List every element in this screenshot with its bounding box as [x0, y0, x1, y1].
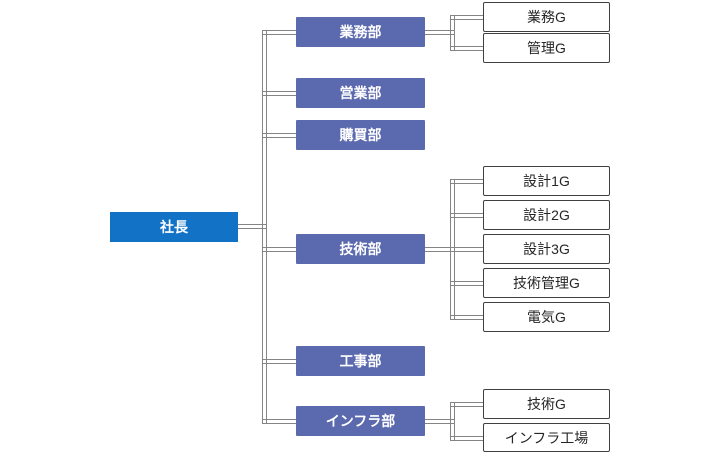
connector-trunk-line	[262, 30, 267, 424]
connector-gijutsu-bus-vline	[450, 179, 455, 320]
connector-president-line	[238, 224, 266, 229]
node-dept-eigyobu: 営業部	[296, 78, 425, 108]
connector-infra-bus-line	[424, 419, 454, 424]
node-group-gijutsu-g: 技術G	[483, 389, 610, 419]
connector-sekkei3-g-line	[450, 247, 484, 252]
connector-dept-kobai-line	[262, 133, 296, 138]
connector-gyomu-bus-vline	[450, 15, 455, 51]
node-dept-kobaibu: 購買部	[296, 120, 425, 150]
connector-dept-infra-line	[262, 419, 296, 424]
connector-kanri-g-line	[450, 46, 484, 51]
node-dept-infrabu: インフラ部	[296, 406, 425, 436]
connector-dept-gijutsu-line	[262, 247, 296, 252]
connector-dept-gyomu-line	[262, 30, 296, 35]
connector-denki-g-line	[450, 315, 484, 320]
connector-gyomu-g-line	[450, 15, 484, 20]
connector-sekkei2-g-line	[450, 213, 484, 218]
connector-dept-koji-line	[262, 359, 296, 364]
connector-gyomu-bus-line	[424, 30, 454, 35]
node-dept-gijutsubu: 技術部	[296, 234, 425, 264]
connector-dept-eigyo-line	[262, 91, 296, 96]
node-group-gyomu-g: 業務G	[483, 2, 610, 32]
node-group-sekkei3-g: 設計3G	[483, 234, 610, 264]
node-dept-gyomubu: 業務部	[296, 17, 425, 47]
connector-gijutsu-bus-line	[424, 247, 454, 252]
node-group-kanri-g: 管理G	[483, 33, 610, 63]
connector-infra-kojo-line	[450, 436, 484, 441]
connector-sekkei1-g-line	[450, 179, 484, 184]
node-group-sekkei1-g: 設計1G	[483, 166, 610, 196]
connector-gijutsu-kanri-g-line	[450, 281, 484, 286]
connector-gijutsu-g-line	[450, 402, 484, 407]
node-group-gijutsu-kanri-g: 技術管理G	[483, 268, 610, 298]
node-group-sekkei2-g: 設計2G	[483, 200, 610, 230]
node-president: 社長	[110, 212, 238, 242]
node-group-denki-g: 電気G	[483, 302, 610, 332]
node-dept-kojibu: 工事部	[296, 346, 425, 376]
connector-infra-bus-vline	[450, 402, 455, 441]
node-group-infra-kojo: インフラ工場	[483, 423, 610, 452]
